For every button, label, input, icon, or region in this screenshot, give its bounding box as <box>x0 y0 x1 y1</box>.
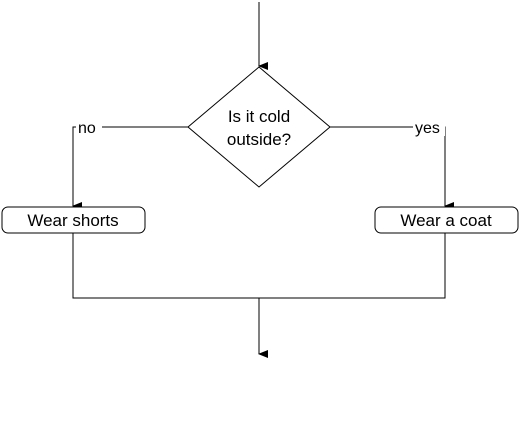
wear-coat-text: Wear a coat <box>400 211 492 230</box>
wear-shorts-node: Wear shorts <box>1 206 146 234</box>
yes-branch-connector: yes <box>330 118 454 210</box>
decision-text-line1: Is it cold <box>228 107 290 126</box>
no-branch-label: no <box>78 120 96 137</box>
wear-coat-node: Wear a coat <box>374 206 519 234</box>
merge-line <box>72 233 446 299</box>
decision-diamond <box>187 66 331 188</box>
decision-text-line2: outside? <box>227 130 291 149</box>
yes-branch-label: yes <box>415 120 440 137</box>
yes-branch-line <box>330 126 454 210</box>
no-branch-line <box>72 126 188 210</box>
decision-node: Is it cold outside? <box>187 66 331 188</box>
no-branch-connector: no <box>72 118 188 210</box>
wear-shorts-text: Wear shorts <box>27 211 118 230</box>
wear-coat-box <box>374 206 519 234</box>
